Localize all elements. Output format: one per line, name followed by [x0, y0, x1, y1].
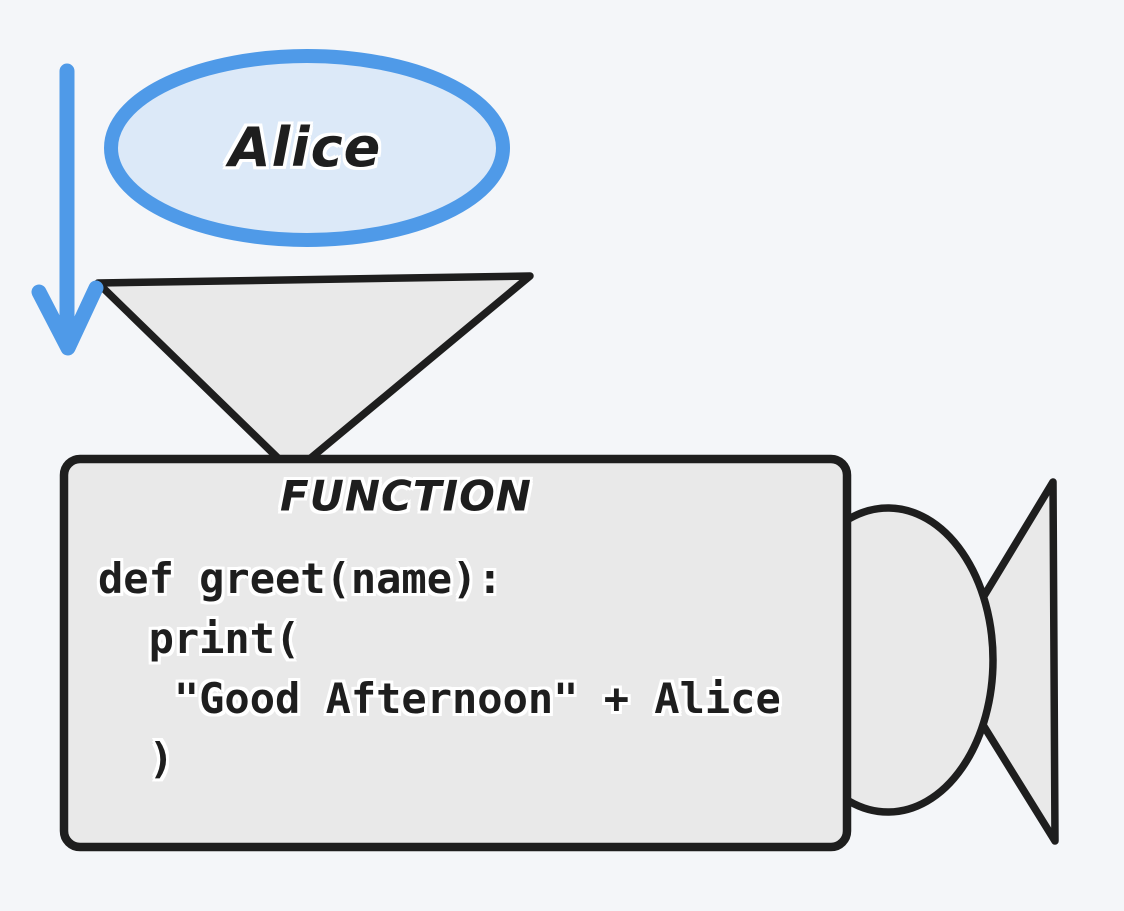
code-line: "Good Afternoon" + Alice	[98, 674, 781, 723]
input-oval	[104, 49, 510, 247]
code-line: )	[98, 734, 174, 783]
code-line: print(	[98, 614, 301, 663]
down-arrow-icon	[31, 63, 104, 356]
funnel-icon	[94, 272, 534, 467]
code-line: def greet(name):	[98, 554, 503, 603]
function-title: FUNCTION	[280, 471, 532, 521]
input-name-label: Alice	[228, 115, 382, 179]
function-box	[59, 454, 852, 852]
output-beam-icon	[940, 478, 1059, 845]
function-code-block: def greet(name): print( "Good Afternoon"…	[98, 549, 781, 789]
